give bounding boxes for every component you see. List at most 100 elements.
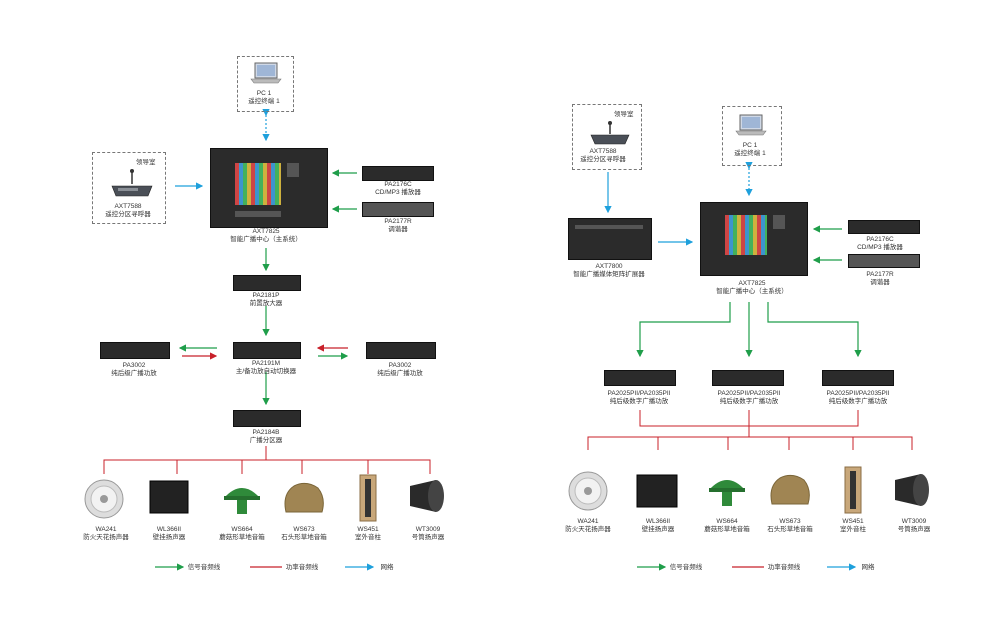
switcher-name: PA2191M: [251, 360, 281, 367]
column-speaker-icon: [844, 466, 862, 514]
amp-right-device: [366, 342, 436, 359]
speaker-name: WS664: [231, 526, 253, 533]
mic-name: AXT7588: [589, 148, 617, 155]
pc-name: PC 1: [256, 90, 272, 97]
amp-right-name: PA3002: [388, 362, 412, 369]
speaker-name: WL366II: [156, 526, 182, 533]
cd-name: PA2176C: [384, 181, 412, 188]
rock-speaker-icon: [770, 474, 810, 505]
signal-line-center-amp1: [636, 302, 731, 358]
amp-desc: 纯后级数字广播功放: [828, 398, 888, 405]
amp-name: PA2025PII/PA2035PII: [826, 390, 890, 397]
amp-name: PA2025PII/PA2035PII: [717, 390, 781, 397]
cd-device: [362, 166, 434, 181]
legend-network: 网络: [861, 564, 875, 571]
speaker-name: WA241: [577, 518, 599, 525]
center-desc: 智能广播中心（主系统）: [716, 288, 788, 295]
speaker-name: WS451: [357, 526, 379, 533]
pc-box-right: [722, 106, 782, 166]
speaker-desc: 防火天花扬声器: [565, 526, 611, 533]
speaker-desc: 石头形草地音箱: [767, 526, 813, 533]
amp-name: PA2025PII/PA2035PII: [607, 390, 671, 397]
expander-name: AXT7800: [595, 263, 623, 270]
speaker-name: WS451: [842, 518, 864, 525]
speaker-desc: 防火天花扬声器: [83, 534, 129, 541]
mic-name: AXT7588: [114, 203, 142, 210]
amp-desc: 纯后级数字广播功放: [609, 398, 669, 405]
switcher-desc: 主/备功放自动切换器: [235, 368, 297, 375]
ceiling-speaker-icon: [84, 479, 124, 519]
tuner-device-right: [848, 254, 920, 268]
speaker-name: WS664: [716, 518, 738, 525]
wall-speaker-icon: [636, 474, 678, 508]
signal-line-center-amp3: [767, 302, 862, 358]
microphone-icon: [111, 169, 153, 197]
microphone-icon: [590, 121, 630, 145]
pc-desc: 遥控终端 1: [734, 150, 766, 157]
amp-device: [822, 370, 894, 386]
tuner-name: PA2177R: [866, 271, 894, 278]
horn-speaker-icon: [410, 480, 444, 512]
center-device: [210, 148, 328, 228]
tuner-desc: 调谐器: [388, 226, 408, 233]
center-name: AXT7825: [252, 228, 280, 235]
speaker-desc: 蘑菇形草地音箱: [219, 534, 265, 541]
preamp-name: PA2181P: [252, 292, 280, 299]
preamp-device: [233, 275, 301, 291]
leader-room-box-right: [572, 104, 642, 170]
speaker-name: WL366II: [645, 518, 671, 525]
leader-room-label: 领导室: [614, 111, 634, 118]
tuner-device: [362, 202, 434, 217]
speaker-desc: 号筒扬声器: [411, 534, 445, 541]
laptop-icon: [735, 114, 767, 136]
amp-right-desc: 纯后级广播功放: [377, 370, 423, 377]
zoner-desc: 广播分区器: [249, 437, 283, 444]
speaker-desc: 蘑菇形草地音箱: [704, 526, 750, 533]
speaker-name: WT3009: [901, 518, 927, 525]
speaker-desc: 室外音柱: [355, 534, 381, 541]
zoner-device: [233, 410, 301, 427]
leader-room-box: [92, 152, 166, 224]
amp-left-device: [100, 342, 170, 359]
expander-desc: 智能广播媒体矩阵扩展器: [573, 271, 645, 278]
speaker-name: WS673: [779, 518, 801, 525]
speaker-desc: 石头形草地音箱: [281, 534, 327, 541]
power-bus-left: [103, 446, 431, 474]
center-name: AXT7825: [738, 280, 766, 287]
speaker-name: WS673: [293, 526, 315, 533]
horn-speaker-icon: [895, 474, 929, 506]
wall-speaker-icon: [149, 480, 189, 514]
tuner-desc: 调谐器: [870, 279, 890, 286]
expander-device: [568, 218, 652, 260]
legend-signal: 信号音频线: [669, 564, 703, 571]
mic-desc: 遥控分区寻呼器: [580, 156, 626, 163]
cd-desc: CD/MP3 播放器: [857, 244, 903, 251]
amp-left-desc: 纯后级广播功放: [111, 370, 157, 377]
speaker-desc: 室外音柱: [840, 526, 866, 533]
speaker-desc: 壁挂扬声器: [641, 526, 675, 533]
preamp-desc: 前置放大器: [249, 300, 283, 307]
amp-desc: 纯后级数字广播功放: [719, 398, 779, 405]
mushroom-speaker-icon: [709, 480, 745, 506]
pc-desc: 遥控终端 1: [248, 98, 280, 105]
center-desc: 智能广播中心（主系统）: [230, 236, 302, 243]
mic-desc: 遥控分区寻呼器: [105, 211, 151, 218]
legend-network: 网络: [380, 564, 394, 571]
amp-left-name: PA3002: [122, 362, 146, 369]
pc-box: [237, 56, 294, 112]
switcher-device: [233, 342, 301, 359]
power-bus-right: [587, 410, 913, 450]
cd-device-right: [848, 220, 920, 234]
legend-power: 功率音频线: [767, 564, 801, 571]
center-device-right: [700, 202, 808, 276]
column-speaker-icon: [359, 474, 377, 522]
speaker-desc: 号筒扬声器: [897, 526, 931, 533]
cd-name: PA2176C: [866, 236, 894, 243]
laptop-icon: [250, 62, 282, 84]
pc-name: PC 1: [742, 142, 758, 149]
mushroom-speaker-icon: [224, 488, 260, 514]
speaker-desc: 壁挂扬声器: [152, 534, 186, 541]
leader-room-label: 领导室: [136, 159, 156, 166]
tuner-name: PA2177R: [384, 218, 412, 225]
